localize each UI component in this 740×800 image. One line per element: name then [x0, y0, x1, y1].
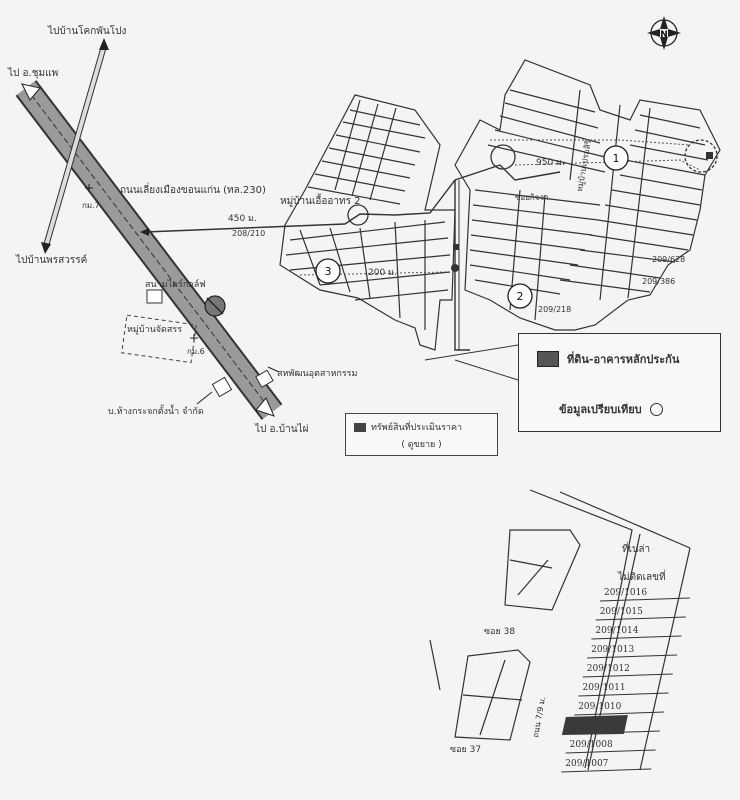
- subdivision-right: [454, 59, 721, 331]
- property-swatch: [354, 422, 366, 432]
- driving-range: [146, 289, 226, 317]
- legend: ที่ดิน-อาคารหลักประกัน ข้อมูลเปรียบเทียบ: [518, 333, 721, 432]
- lot-divider: [574, 711, 665, 716]
- lot-divider: [578, 692, 669, 697]
- marker-3: 3: [315, 258, 341, 284]
- lot-label: 209/1007: [565, 759, 608, 769]
- label-shop-right: สหพัฒนอุตสาหกรรม: [277, 369, 357, 379]
- small-buildings: [211, 369, 274, 398]
- marker-3-label: 3: [325, 265, 332, 278]
- label-village-sub: หมู่บ้านจัดสรร: [127, 324, 182, 335]
- circle-icon: [649, 402, 663, 416]
- legend-item-comparables: ข้อมูลเปรียบเทียบ: [559, 400, 663, 418]
- marker-1-label: 1: [613, 152, 620, 165]
- lot-divider: [587, 654, 678, 659]
- label-dist-200: 200 ม.: [368, 268, 397, 278]
- lot-divider: [599, 597, 691, 602]
- marker-2-label: 2: [517, 290, 524, 303]
- lot-divider: [561, 768, 652, 773]
- lot-label: 209/1014: [595, 626, 638, 636]
- legend-item-subject: ที่ดิน-อาคารหลักประกัน: [537, 350, 679, 368]
- subject-property-marker: [706, 152, 713, 159]
- label-dist-950: 950 ม.: [536, 158, 565, 168]
- legend-subject-label: ที่ดิน-อาคารหลักประกัน: [567, 353, 680, 366]
- lot-label: 209/1012: [587, 664, 630, 674]
- label-code-209-628: 209/628: [652, 255, 685, 264]
- cross-road: [41, 38, 109, 254]
- lot-label: 209/1008: [570, 740, 613, 750]
- compass-icon: N: [647, 16, 681, 50]
- label-road-detail: ถนน 7/9 ม.: [531, 696, 547, 738]
- subject-swatch: [537, 351, 559, 367]
- lot-divider: [595, 616, 686, 621]
- label-code-208: 208/210: [232, 229, 265, 238]
- label-to-chumphae: ไป อ.ชุมแพ: [7, 67, 58, 79]
- label-to-ban-phon: ไปบ้านพรสวรรค์: [15, 254, 87, 266]
- label-code-209-218: 209/218: [538, 305, 571, 314]
- label-soi-37: ซอย 37: [450, 745, 481, 755]
- subject-lot: [561, 715, 628, 735]
- marker-1: 1: [603, 145, 629, 171]
- detail-legend-sub: ( ดูขยาย ): [401, 440, 442, 450]
- legend-comparables-label: ข้อมูลเปรียบเทียบ: [559, 403, 642, 416]
- label-company: บ.ห้างกระจกตั้งน้ำ จำกัด: [108, 404, 204, 417]
- arrow-icon: [21, 83, 275, 417]
- label-km6: กม.6: [187, 347, 205, 356]
- highway-road: [15, 80, 283, 420]
- label-soi-38: ซอย 38: [484, 627, 515, 637]
- label-to-ban-khok: ไปบ้านโคกพันโปง: [47, 24, 126, 37]
- comparable-markers: [347, 139, 718, 226]
- lot-label: 209/1010: [578, 702, 621, 712]
- building-marker: [451, 264, 459, 272]
- km-post-icon: [85, 184, 198, 342]
- subdivision-left: [279, 94, 456, 351]
- label-empty-lot: ที่เปล่า: [622, 541, 650, 555]
- lot-divider: [591, 635, 682, 640]
- label-no-house: ไม่ติดเลขที่: [617, 569, 666, 583]
- lot-divider: [565, 749, 656, 754]
- label-code-209-386: 209/386: [642, 277, 675, 286]
- detail-legend: ทรัพย์สินที่ประเมินราคา ( ดูขยาย ): [345, 413, 498, 456]
- label-km7: กม.7: [82, 201, 100, 210]
- lot-label: 209/1013: [591, 645, 634, 655]
- label-highway: ถนนเลี่ยงเมืองขอนแก่น (ทล.230): [120, 182, 266, 196]
- label-dist-450: 450 ม.: [228, 214, 257, 224]
- detail-legend-label: ทรัพย์สินที่ประเมินราคา: [371, 423, 463, 433]
- compass-label: N: [660, 30, 668, 40]
- lot-label: 209/1011: [583, 683, 626, 693]
- label-village-2: หมู่บ้านเอื้ออาทร 2: [280, 193, 361, 207]
- legend-connector: [424, 344, 519, 361]
- village-outline: [121, 314, 197, 364]
- company-pointer: [196, 366, 280, 405]
- lot-label: 209/1015: [600, 607, 643, 617]
- lot-label: 209/1016: [604, 588, 647, 598]
- access-road: [140, 164, 561, 351]
- detail-lots: 209/1016 209/1015 209/1014 209/1013 209/1012…: [561, 588, 691, 773]
- label-soi-a: ซอยกิจจา: [515, 193, 549, 202]
- lot-divider: [582, 673, 673, 678]
- marker-2: 2: [507, 283, 533, 309]
- legend-connector: [454, 359, 519, 381]
- building-marker: [453, 244, 459, 250]
- label-driving-range: สนามไดร์กอล์ฟ: [145, 278, 206, 290]
- label-to-ban-phai: ไป อ.บ้านไผ่: [254, 423, 309, 435]
- detail-map: [429, 489, 691, 771]
